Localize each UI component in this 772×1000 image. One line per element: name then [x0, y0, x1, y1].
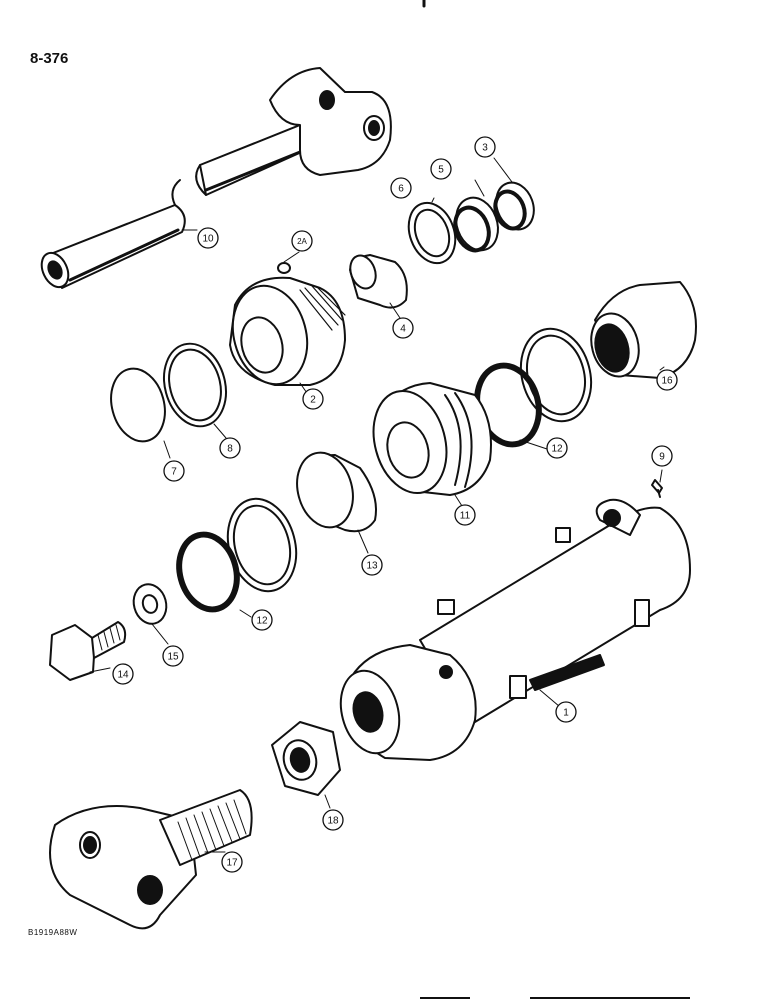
- callout-circle-13: [361, 554, 383, 576]
- callout-circle-12b: [251, 609, 273, 631]
- callout-circle-1: [555, 701, 577, 723]
- callout-label-10: 10: [202, 234, 214, 245]
- callout-labels: 1 2 2A 3 4 5 6 7 8 9 10 11 12 12 13 14 1…: [117, 143, 673, 869]
- callout-label-16: 16: [661, 376, 673, 387]
- spacer-sleeve-part: [590, 281, 697, 379]
- callout-circle-2: [302, 388, 324, 410]
- rod-seal-part: [493, 181, 535, 231]
- callout-circle-3: [474, 136, 496, 158]
- callout-circle-18: [322, 809, 344, 831]
- piston-part: [372, 382, 492, 496]
- piston-rings-lower-part: [176, 497, 298, 613]
- wear-ring-part: [296, 451, 377, 533]
- page-number: 8-376: [30, 50, 69, 67]
- callout-label-1: 1: [563, 708, 569, 719]
- callout-label-5: 5: [438, 165, 444, 176]
- gland-head-part: [229, 276, 346, 386]
- callout-label-8: 8: [227, 444, 233, 455]
- callout-circle-9: [651, 445, 673, 467]
- callout-label-12a: 12: [551, 444, 563, 455]
- bushing-part: [349, 254, 408, 309]
- o-ring-part: [110, 367, 166, 443]
- callout-circle-11: [454, 504, 476, 526]
- callout-circle-5: [430, 158, 452, 180]
- callout-label-6: 6: [398, 184, 404, 195]
- figure-code: B1919A88W: [28, 928, 78, 937]
- callout-circle-6: [390, 177, 412, 199]
- callout-label-18: 18: [327, 816, 339, 827]
- callout-circle-17: [221, 851, 243, 873]
- callout-label-17: 17: [226, 858, 238, 869]
- rod-clevis-part: [40, 67, 392, 289]
- backup-ring-head-part: [163, 342, 227, 428]
- washer-part: [132, 583, 168, 625]
- callout-circles: [112, 136, 678, 873]
- callout-label-9: 9: [659, 452, 665, 463]
- jam-nut-part: [271, 721, 341, 796]
- callout-label-2: 2: [310, 395, 316, 406]
- bolt-part: [49, 621, 127, 681]
- callout-circle-8: [219, 437, 241, 459]
- callout-label-14: 14: [117, 670, 129, 681]
- callout-circle-10: [197, 227, 219, 249]
- callout-label-15: 15: [167, 652, 179, 663]
- callout-circle-15: [162, 645, 184, 667]
- callout-label-2A: 2A: [297, 237, 307, 246]
- bleed-screw-part: [651, 479, 663, 498]
- callout-label-7: 7: [171, 467, 177, 478]
- callout-label-4: 4: [400, 324, 406, 335]
- callout-circle-7: [163, 460, 185, 482]
- callout-circle-12a: [546, 437, 568, 459]
- callout-label-13: 13: [366, 561, 378, 572]
- callout-label-3: 3: [482, 143, 488, 154]
- cylinder-barrel-part: [339, 498, 691, 761]
- callout-circle-4: [392, 317, 414, 339]
- leader-lines: [89, 157, 665, 853]
- plug-part: [277, 262, 291, 274]
- callout-label-11: 11: [460, 511, 471, 522]
- callout-circle-16: [656, 369, 678, 391]
- backup-ring-part: [407, 201, 457, 265]
- threaded-clevis-part: [49, 789, 253, 930]
- callout-circle-14: [112, 663, 134, 685]
- callout-circle-2A: [291, 230, 313, 252]
- callout-label-12b: 12: [256, 616, 268, 627]
